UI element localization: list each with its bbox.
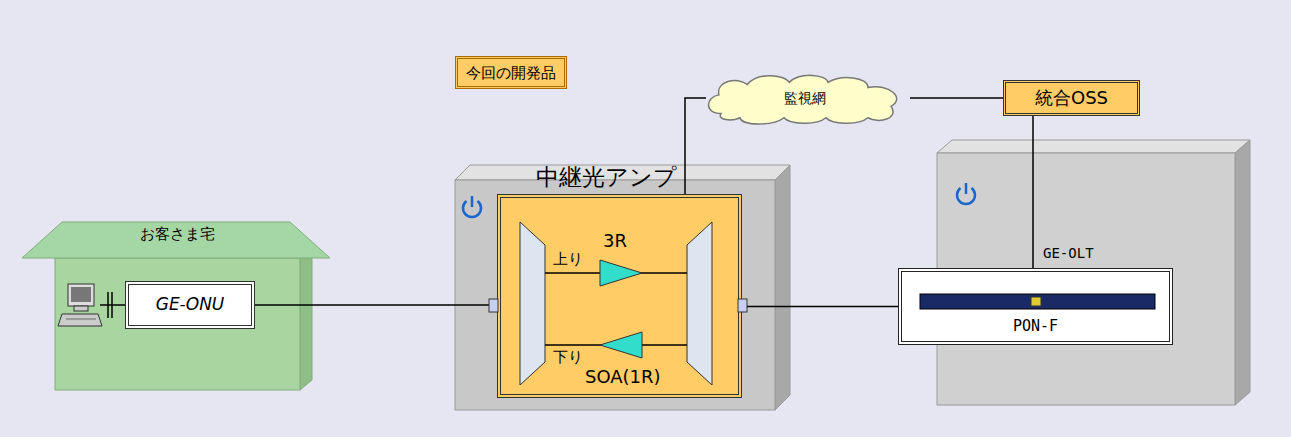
cloud-outline bbox=[709, 75, 897, 124]
node-text: 監視網 bbox=[784, 90, 826, 106]
fiber-line bbox=[910, 97, 1003, 99]
house-side bbox=[300, 248, 312, 390]
housing-top bbox=[937, 140, 1250, 153]
optical-port bbox=[489, 299, 498, 312]
power-icon bbox=[463, 196, 481, 217]
cable-mark bbox=[111, 292, 113, 318]
power-icon bbox=[957, 183, 975, 204]
fiber-line bbox=[1032, 116, 1034, 268]
pc-icon bbox=[58, 284, 102, 326]
cable-mark bbox=[107, 292, 109, 318]
oss-box: 統合OSS bbox=[1003, 80, 1140, 116]
wdm-coupler bbox=[520, 222, 545, 385]
fiber-line bbox=[742, 306, 898, 308]
node-text: PON-F bbox=[902, 318, 1169, 335]
card-slot bbox=[920, 294, 1155, 309]
amplifier-label: SOA(1R) bbox=[585, 367, 661, 388]
signal-label: 上り bbox=[553, 251, 583, 268]
network-cloud: 監視網 bbox=[700, 72, 910, 124]
amplifier-symbol bbox=[600, 260, 642, 286]
housing-side bbox=[775, 165, 790, 410]
optical-port bbox=[738, 299, 747, 312]
signal-label: 下り bbox=[553, 349, 583, 366]
pon-card: PON-F bbox=[898, 268, 1173, 345]
node-text: 中継光アンプ bbox=[501, 164, 711, 190]
node-text: お客さま宅 bbox=[55, 226, 300, 243]
regenerator-label: 3R bbox=[603, 231, 627, 252]
house-roof bbox=[22, 222, 330, 258]
fiber-line bbox=[255, 304, 497, 306]
amplifier-symbol bbox=[600, 332, 642, 358]
status-led bbox=[1031, 297, 1041, 306]
node-text: GE-OLT bbox=[1043, 245, 1094, 261]
legend-text: 今回の開発品 bbox=[466, 64, 556, 82]
node-text: GE-ONU bbox=[156, 295, 225, 315]
housing-side bbox=[1235, 140, 1250, 405]
node-text: 統合OSS bbox=[1035, 88, 1108, 109]
onu-box: GE-ONU bbox=[125, 281, 255, 329]
housing-front bbox=[455, 180, 775, 410]
house-body bbox=[55, 258, 300, 390]
wdm-coupler bbox=[687, 222, 712, 385]
fiber-line bbox=[685, 98, 706, 194]
olt-housing: PON-FGE-OLT bbox=[937, 153, 1235, 405]
legend-swatch: 今回の開発品 bbox=[455, 56, 567, 89]
house: GE-ONUお客さま宅 bbox=[55, 258, 300, 390]
